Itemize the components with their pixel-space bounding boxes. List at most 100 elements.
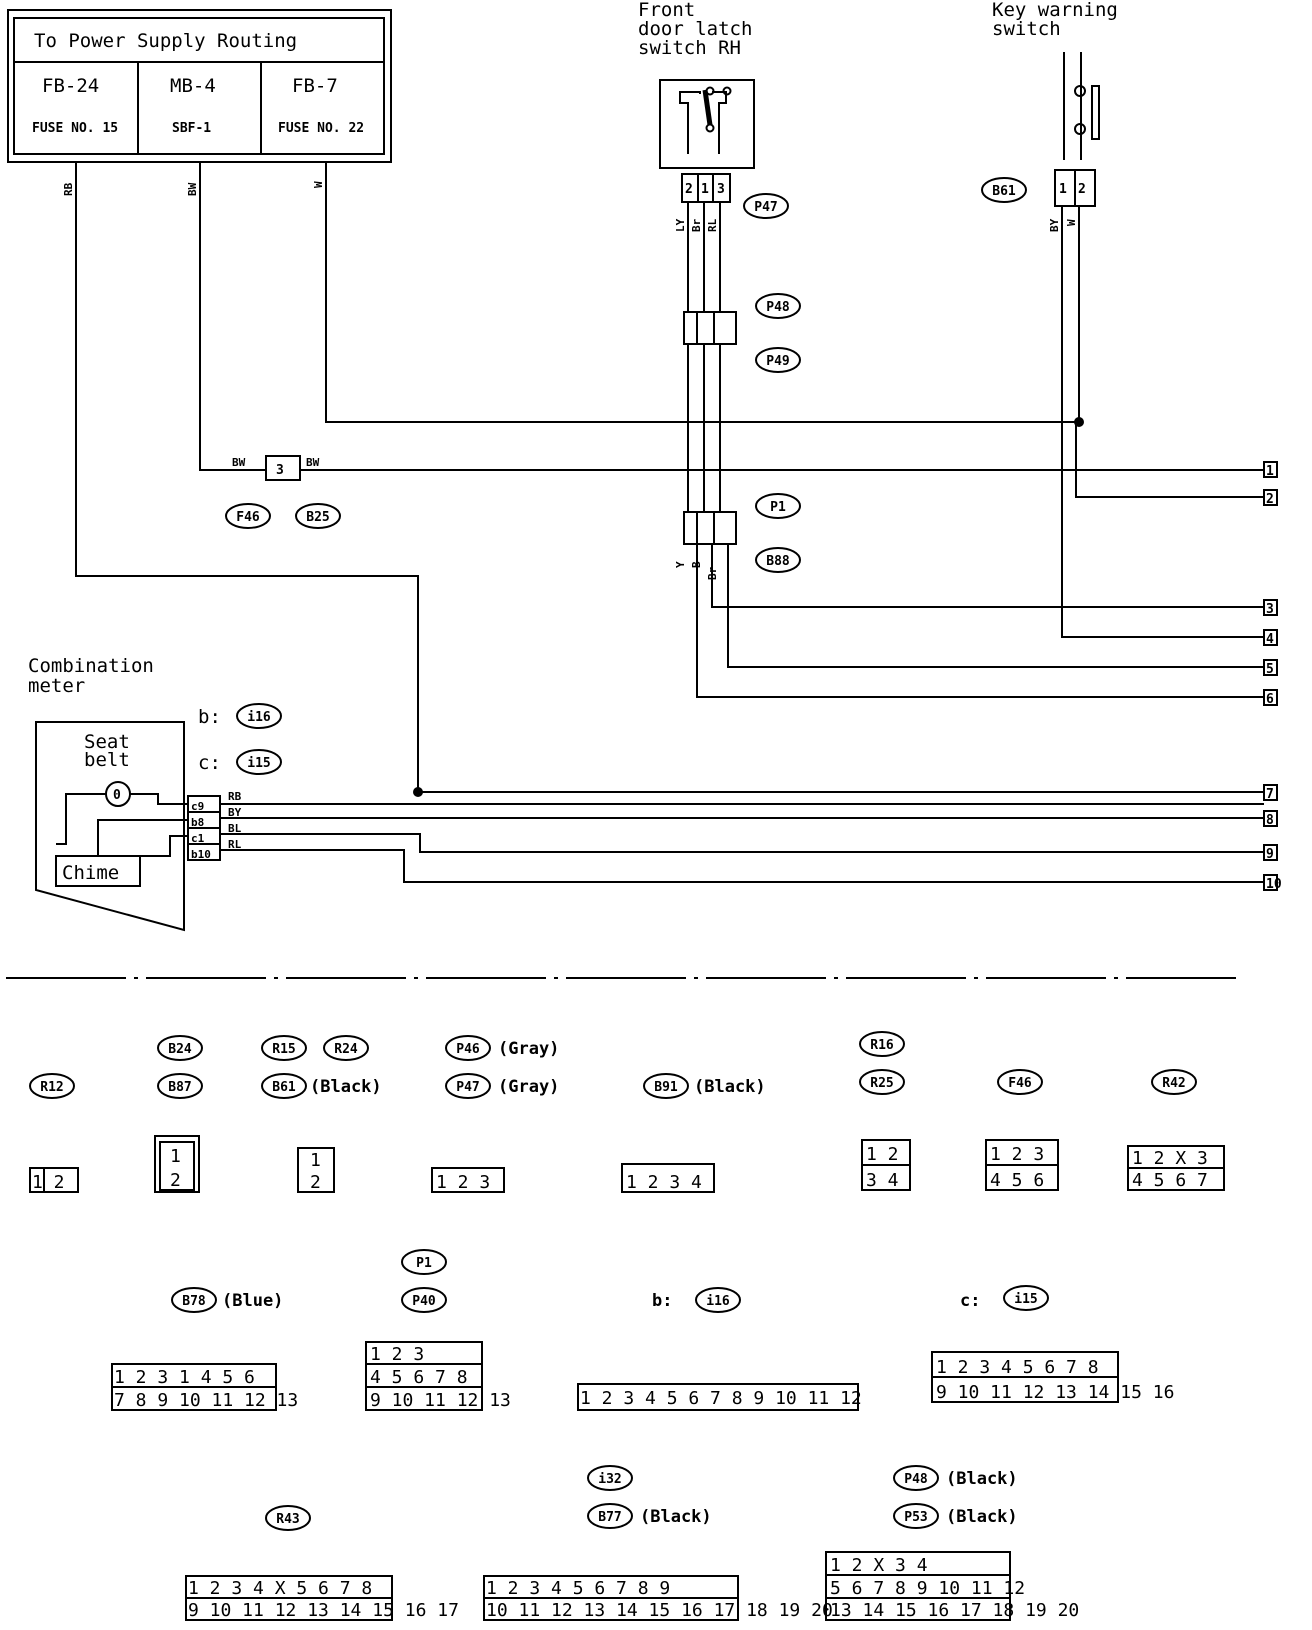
meter-pin-c9: c9 xyxy=(191,800,204,813)
legend-note: b: xyxy=(652,1291,672,1311)
ref-p48: P48 xyxy=(766,300,790,315)
legend-note: (Black) xyxy=(640,1507,712,1527)
pin-row: 7 8 9 10 11 12 13 xyxy=(114,1390,298,1411)
terminal-5: 5 xyxy=(1266,662,1274,677)
wire-color-power-bw: BW xyxy=(186,182,199,196)
pin-row: 1 2 3 4 5 6 7 8 9 10 11 12 xyxy=(580,1388,862,1409)
pin-row: 13 14 15 16 17 18 19 20 xyxy=(830,1600,1079,1621)
legend-ref: B87 xyxy=(168,1080,191,1095)
wire-color-power-rb: RB xyxy=(62,182,75,196)
pin-row: 1 2 3 1 4 5 6 xyxy=(114,1367,255,1388)
terminal-6: 6 xyxy=(1266,692,1274,707)
legend-ref: i15 xyxy=(1014,1292,1037,1307)
power-code-mb4: MB-4 xyxy=(170,75,216,97)
terminal-1: 1 xyxy=(1266,464,1274,479)
legend-ref: B24 xyxy=(168,1042,192,1057)
pin-row: 1 2 3 4 5 6 7 8 xyxy=(936,1357,1099,1378)
pin-row: 1 2 3 4 5 6 7 8 9 xyxy=(486,1578,670,1599)
ref-b61: B61 xyxy=(992,184,1016,199)
seat-belt-label-2: belt xyxy=(84,749,130,771)
wire-color-power-w: W xyxy=(312,181,325,188)
legend-ref: B61 xyxy=(272,1080,296,1095)
legend-ref: i32 xyxy=(598,1472,621,1487)
meter-pin-b8: b8 xyxy=(191,816,204,829)
wire-color-rb: RB xyxy=(228,790,242,803)
power-sub-fb24: FUSE NO. 15 xyxy=(32,121,118,136)
terminal-3: 3 xyxy=(1266,602,1274,617)
seat-belt-lamp-symbol: 0 xyxy=(113,788,121,803)
wire-color-bl: BL xyxy=(228,822,242,835)
wire-color-by: BY xyxy=(228,806,242,819)
terminal-8: 8 xyxy=(1266,813,1274,828)
legend-ref: R15 xyxy=(272,1042,295,1057)
legend-note: (Gray) xyxy=(498,1077,559,1097)
pin-row: 1 2 3 xyxy=(370,1344,424,1365)
terminal-2: 2 xyxy=(1266,492,1274,507)
ref-p1: P1 xyxy=(770,500,786,515)
pin-row: 1 2 3 xyxy=(436,1172,490,1193)
pin-row: 1 2 3 xyxy=(990,1144,1044,1165)
legend-ref: B78 xyxy=(182,1294,206,1309)
pin-row: 5 6 7 8 9 10 11 12 xyxy=(830,1578,1025,1599)
legend-note: (Blue) xyxy=(222,1291,283,1311)
legend-note: (Black) xyxy=(946,1507,1018,1527)
legend-note: (Black) xyxy=(946,1469,1018,1489)
legend-ref: P47 xyxy=(456,1080,479,1095)
pin-row: 1 2 3 4 X 5 6 7 8 xyxy=(188,1578,372,1599)
legend-note: (Black) xyxy=(694,1077,766,1097)
wire-color-bw-left: BW xyxy=(232,456,246,469)
pin-row: 1 2 X 3 xyxy=(1132,1148,1208,1169)
p47-pin: 2 xyxy=(685,182,693,197)
legend-ref: R25 xyxy=(870,1076,893,1091)
legend-note: (Black) xyxy=(310,1077,382,1097)
legend-ref: P48 xyxy=(904,1472,928,1487)
pin-row: 1 2 xyxy=(866,1144,899,1165)
wire-color-latch-rl: RL xyxy=(706,218,719,232)
pin-row: 1 xyxy=(170,1146,181,1167)
chime-label: Chime xyxy=(62,862,119,884)
terminal-7: 7 xyxy=(1266,787,1274,802)
meter-pin-b10: b10 xyxy=(191,848,211,861)
power-supply-title: To Power Supply Routing xyxy=(34,30,297,52)
pin-row: 2 xyxy=(310,1172,321,1193)
pin-row: 1 2 X 3 4 xyxy=(830,1555,928,1576)
b61-pin: 1 xyxy=(1059,182,1067,197)
ref-f46: F46 xyxy=(236,510,260,525)
latch-switch-title-2: door latch xyxy=(638,18,752,40)
meter-title-1: Combination xyxy=(28,655,154,677)
legend-ref: i16 xyxy=(706,1294,730,1309)
pin-row: 1 xyxy=(310,1150,321,1171)
pin-row: 4 5 6 7 xyxy=(1132,1170,1208,1191)
legend-ref: P1 xyxy=(416,1256,432,1271)
legend-ref: P53 xyxy=(904,1510,927,1525)
pin-row: 10 11 12 13 14 15 16 17 18 19 20 xyxy=(486,1600,833,1621)
meter-pin-c1: c1 xyxy=(191,832,205,845)
legend-note: (Gray) xyxy=(498,1039,559,1059)
power-sub-fb7: FUSE NO. 22 xyxy=(278,121,364,136)
splice-pin: 3 xyxy=(276,463,284,478)
terminal-9: 9 xyxy=(1266,847,1274,862)
wire-color-key-by: BY xyxy=(1048,218,1061,232)
power-code-fb7: FB-7 xyxy=(292,75,338,97)
legend-ref: R43 xyxy=(276,1512,299,1527)
wire-color-b88-br: Br xyxy=(706,566,719,580)
pin-row: 9 10 11 12 13 14 15 16 17 xyxy=(188,1600,459,1621)
terminal-markers xyxy=(1263,461,1278,891)
pin-row: 4 5 6 xyxy=(990,1170,1044,1191)
pin-row: 3 4 xyxy=(866,1170,899,1191)
key-switch-title-2: switch xyxy=(992,18,1061,40)
legend-note: c: xyxy=(960,1291,980,1311)
ref-i16: i16 xyxy=(247,710,271,725)
pin-row: 2 xyxy=(170,1170,181,1191)
b61-pin: 2 xyxy=(1078,182,1086,197)
legend-ref: R42 xyxy=(1162,1076,1185,1091)
pin-row: 9 10 11 12 13 14 15 16 xyxy=(936,1382,1174,1403)
legend-ref: R24 xyxy=(334,1042,358,1057)
wire-color-bw-right: BW xyxy=(306,456,320,469)
terminal-10: 10 xyxy=(1266,877,1282,892)
wire-color-key-w: W xyxy=(1065,219,1078,226)
meter-prefix-c: c: xyxy=(198,752,221,774)
pin-row: 4 5 6 7 8 xyxy=(370,1367,468,1388)
